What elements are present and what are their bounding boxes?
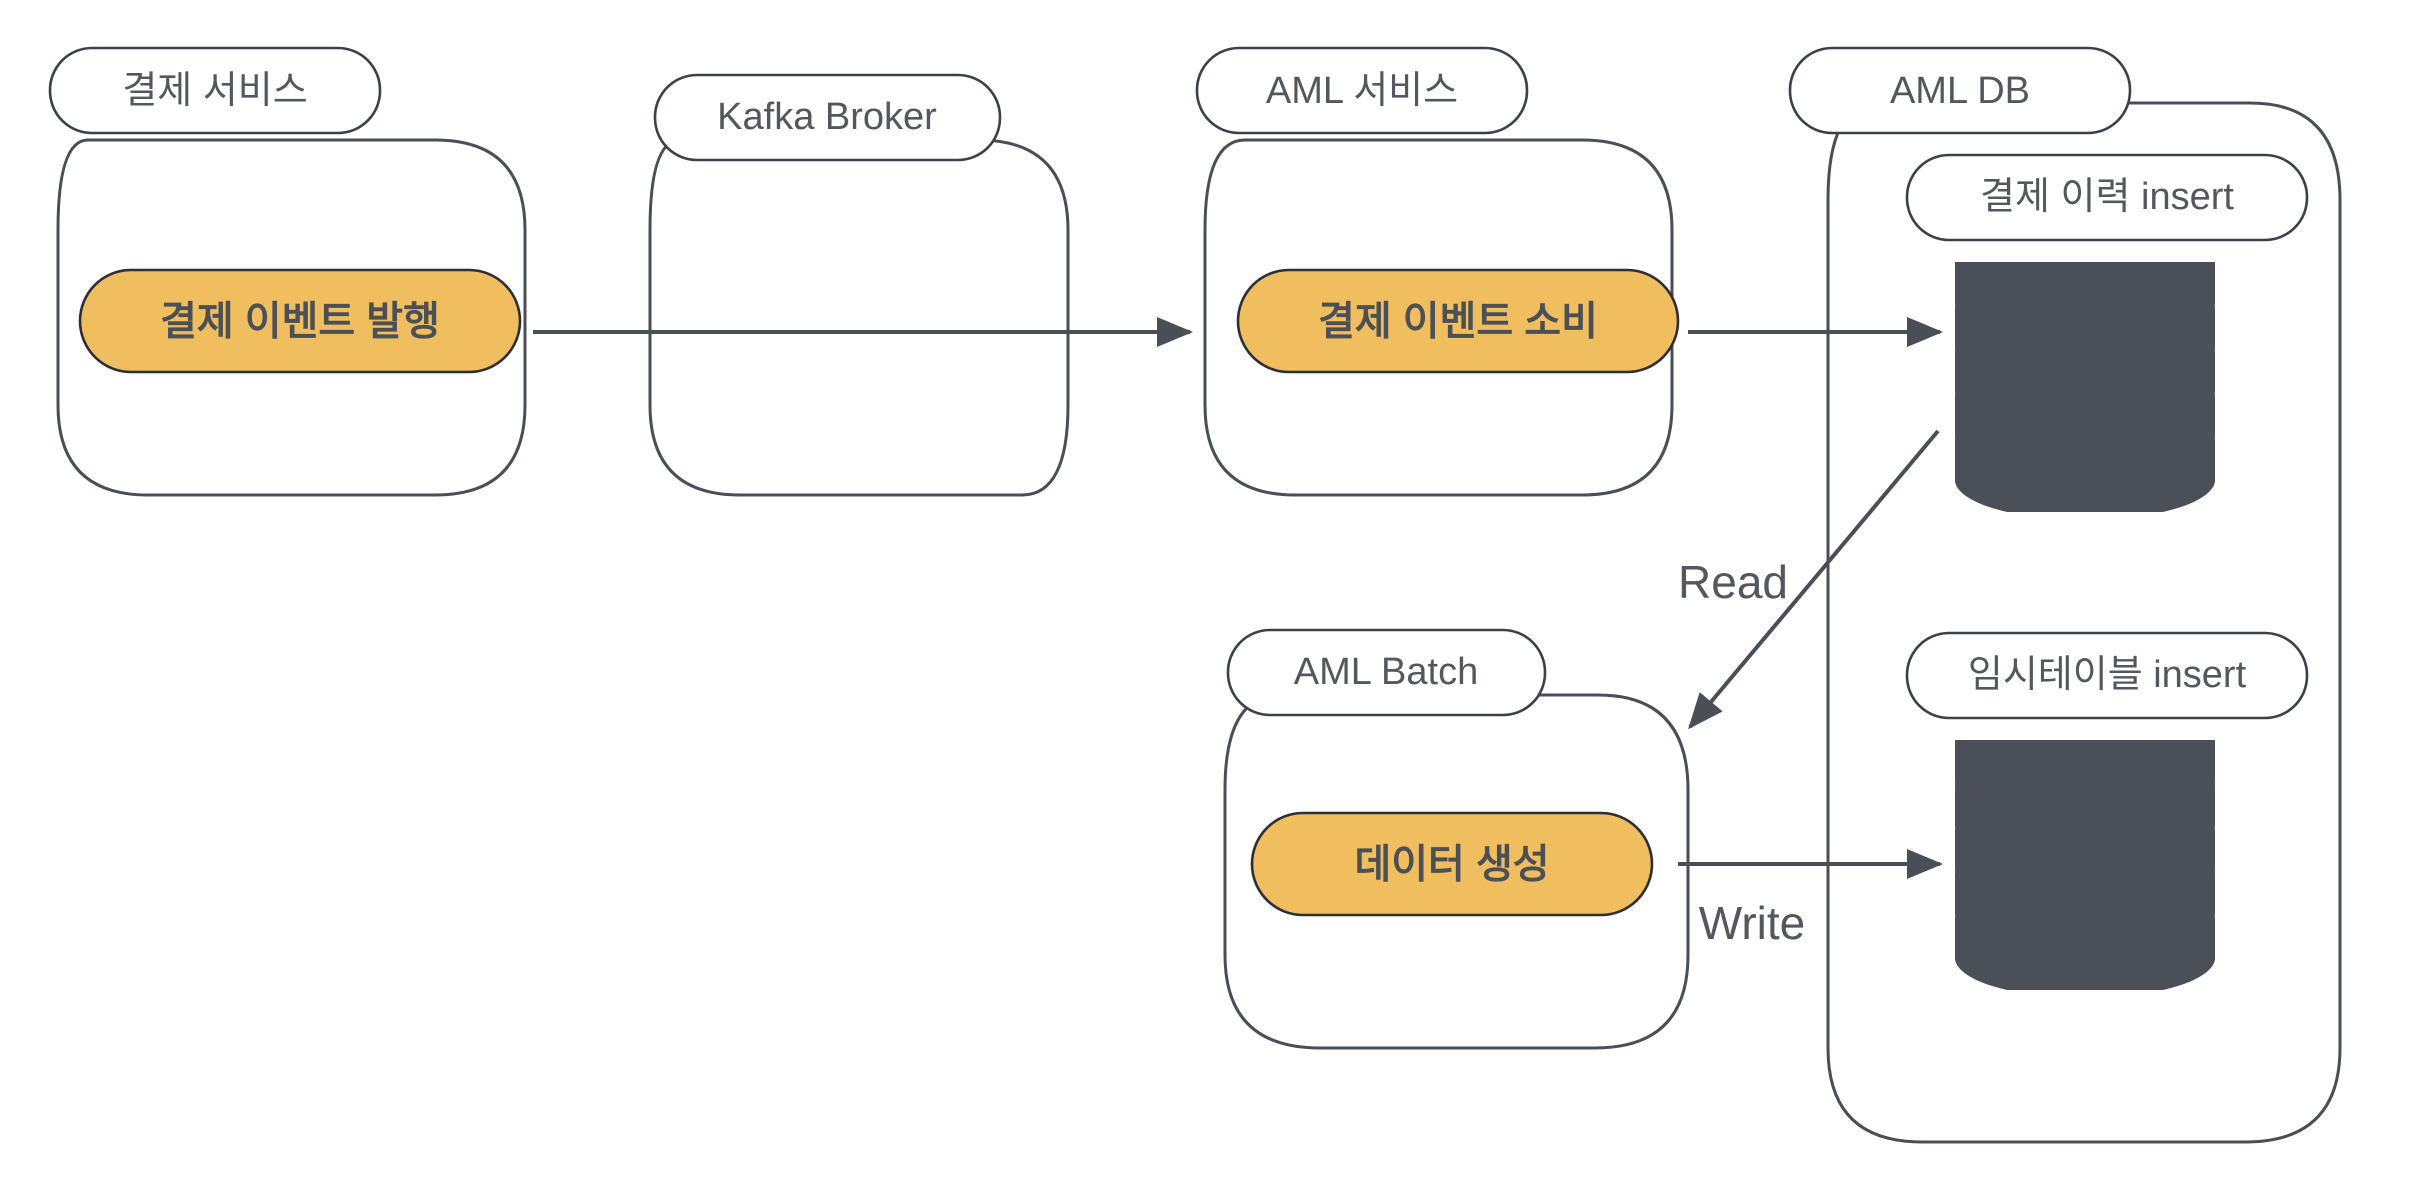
node-generate-data-label: 데이터 생성 xyxy=(1354,843,1549,887)
tab-kafka-broker-shape xyxy=(653,73,1002,162)
node-publish-event[interactable]: 결제 이벤트 발행 xyxy=(78,268,522,374)
tab-kafka-broker[interactable]: Kafka Broker xyxy=(653,73,1002,162)
tab-aml-service[interactable]: AML 서비스 xyxy=(1195,46,1529,135)
tab-aml-service-shape xyxy=(1195,46,1529,135)
tab-aml-db-shape xyxy=(1788,46,2132,135)
tab-payment-service-label: 결제 서비스 xyxy=(122,70,307,112)
group-kafka-broker[interactable] xyxy=(648,138,1070,497)
node-publish-event-label: 결제 이벤트 발행 xyxy=(160,300,440,344)
tab-payment-history-insert-shape xyxy=(1905,153,2309,242)
group-kafka-broker-outline xyxy=(648,138,1070,497)
node-generate-data[interactable]: 데이터 생성 xyxy=(1250,811,1654,917)
tab-payment-service[interactable]: 결제 서비스 xyxy=(48,46,382,135)
tab-payment-history-insert-label: 결제 이력 insert xyxy=(1980,176,2234,218)
tab-aml-db-label: AML DB xyxy=(1890,70,2030,112)
database-icon-temp-table xyxy=(1955,740,2215,990)
edge-label-write: Write xyxy=(1699,897,1806,949)
tab-temp-table-insert[interactable]: 임시테이블 insert xyxy=(1905,631,2309,720)
tab-aml-batch-shape xyxy=(1226,628,1547,717)
edge-label-read: Read xyxy=(1678,556,1788,608)
tab-aml-db[interactable]: AML DB xyxy=(1788,46,2132,135)
node-consume-event[interactable]: 결제 이벤트 소비 xyxy=(1236,268,1680,374)
tab-temp-table-insert-label: 임시테이블 insert xyxy=(1968,654,2247,696)
tab-payment-history-insert[interactable]: 결제 이력 insert xyxy=(1905,153,2309,242)
tab-payment-service-shape xyxy=(48,46,382,135)
node-publish-event-shape xyxy=(78,268,522,374)
tab-aml-batch[interactable]: AML Batch xyxy=(1226,628,1547,717)
tab-kafka-broker-label: Kafka Broker xyxy=(717,96,937,138)
arrow-read xyxy=(1688,429,1940,730)
tab-aml-service-label: AML 서비스 xyxy=(1266,70,1458,112)
node-generate-data-shape xyxy=(1250,811,1654,917)
tab-aml-batch-label: AML Batch xyxy=(1294,651,1478,693)
node-consume-event-shape xyxy=(1236,268,1680,374)
node-consume-event-label: 결제 이벤트 소비 xyxy=(1318,300,1598,344)
tab-temp-table-insert-shape xyxy=(1905,631,2309,720)
database-icon-payment-history xyxy=(1955,262,2215,512)
